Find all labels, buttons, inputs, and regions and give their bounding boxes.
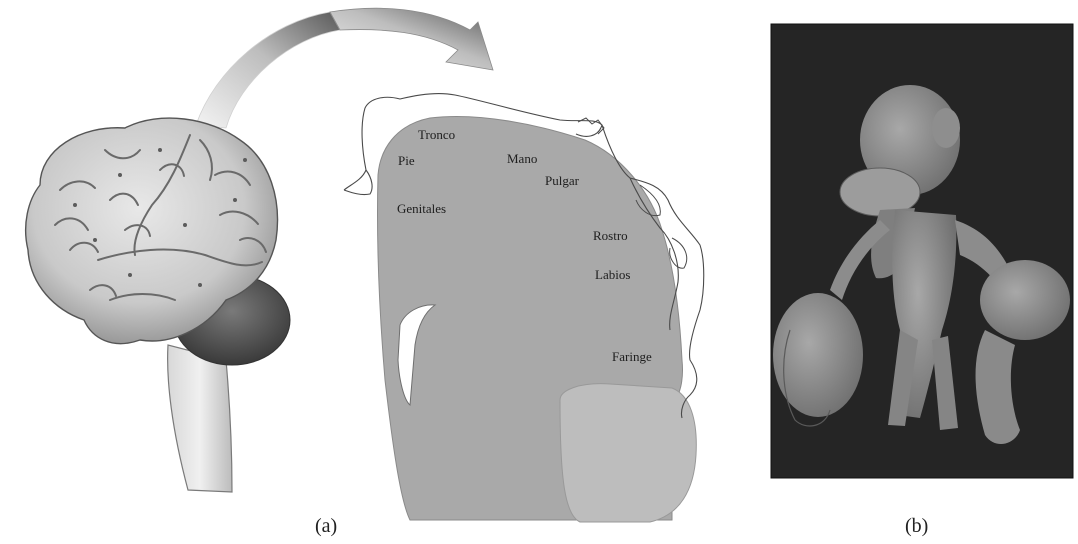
caption-b: (b) [905,516,928,536]
label-rostro: Rostro [593,229,628,242]
label-faringe: Faringe [612,350,652,363]
brain-stem [168,345,232,492]
label-pulgar: Pulgar [545,174,579,187]
homunculus-right-hand [980,260,1070,340]
caption-a: (a) [315,516,337,536]
label-genitales: Genitales [397,202,446,215]
label-pie: Pie [398,154,415,167]
brain-illustration [26,118,290,492]
label-tronco: Tronco [418,128,455,141]
label-mano: Mano [507,152,537,165]
homunculus-figure [771,24,1073,478]
label-labios: Labios [595,268,630,281]
curved-arrow [196,8,493,128]
